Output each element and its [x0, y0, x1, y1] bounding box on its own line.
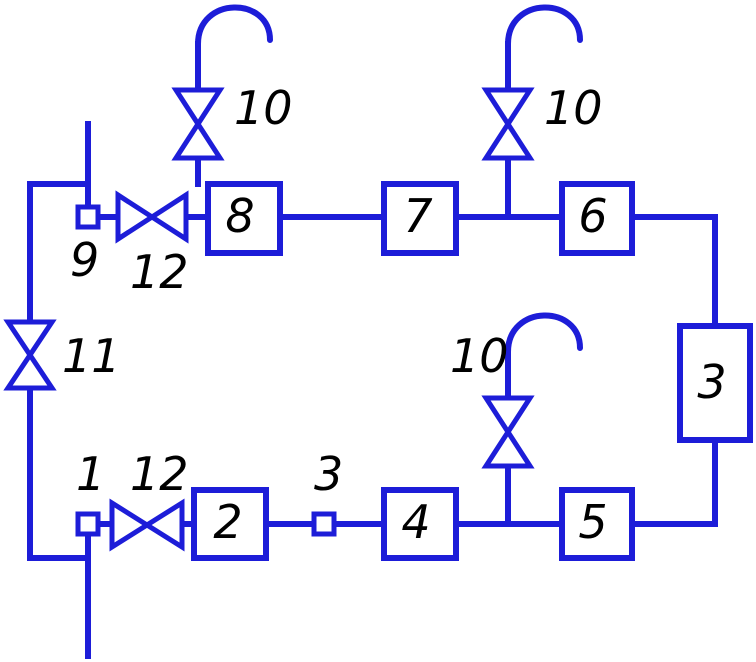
valve-icon	[109, 498, 185, 552]
unit-label: 4	[401, 495, 430, 549]
label-sensor-3: 3	[314, 447, 343, 501]
pipe-5-3	[629, 437, 718, 527]
unit-frame	[205, 181, 283, 256]
unit-7: 7	[381, 181, 459, 256]
sampling-tap-icon	[505, 312, 583, 355]
sampling-tap-icon	[195, 4, 273, 47]
sampling-branch-left	[195, 4, 273, 187]
label-valve-11: 11	[62, 329, 121, 383]
unit-frame	[191, 487, 269, 561]
valve-10-bottom	[481, 395, 535, 469]
valve-12-top	[115, 190, 189, 244]
sensor-3	[311, 511, 337, 537]
pipe-6-3	[629, 214, 718, 329]
valve-10-top-left	[171, 87, 225, 161]
valve-icon	[3, 319, 57, 391]
unit-label: 3	[697, 355, 726, 409]
sampling-branch-bottom	[505, 312, 583, 527]
valve-12-bottom	[109, 498, 185, 552]
label-valve-12-top: 12	[130, 245, 189, 299]
unit-frame	[559, 487, 635, 561]
unit-2: 2	[191, 487, 269, 561]
unit-frame	[381, 487, 459, 561]
valve-10-top-right	[481, 87, 535, 161]
valve-11	[3, 319, 57, 391]
unit-frame	[559, 181, 635, 256]
label-valve-10-bottom: 10	[450, 329, 509, 383]
unit-8: 8	[205, 181, 283, 256]
sampling-tap-icon	[505, 4, 583, 47]
label-valve-12-bottom: 12	[130, 447, 189, 501]
unit-label: 7	[403, 189, 432, 243]
unit-6: 6	[559, 181, 635, 256]
sensor-1	[75, 511, 101, 537]
sampling-branch-right	[505, 4, 583, 220]
valve-icon	[481, 87, 535, 161]
unit-label: 6	[578, 189, 607, 243]
unit-label: 8	[225, 189, 254, 243]
unit-label: 5	[578, 495, 607, 549]
label-valve-10-top-left: 10	[234, 81, 293, 135]
sensor-9	[75, 204, 101, 230]
unit-frame	[381, 181, 459, 256]
label-valve-10-top-right: 10	[544, 81, 603, 135]
unit-5: 5	[559, 487, 635, 561]
valve-icon	[171, 87, 225, 161]
unit-frame	[677, 323, 753, 443]
unit-4: 4	[381, 487, 459, 561]
unit-3: 3	[677, 323, 753, 443]
label-sensor-1: 1	[76, 447, 105, 501]
valve-icon	[481, 395, 535, 469]
valve-icon	[115, 190, 189, 244]
unit-label: 2	[213, 495, 242, 549]
label-sensor-9: 9	[70, 233, 99, 287]
